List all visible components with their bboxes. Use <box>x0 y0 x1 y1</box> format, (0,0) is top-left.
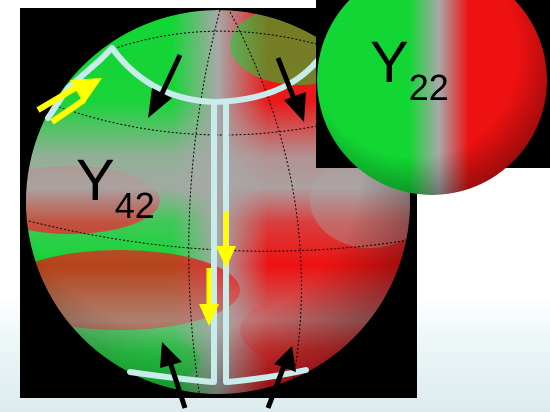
yellow-arrow-icon <box>216 212 236 268</box>
black-arrow-icon <box>148 53 183 118</box>
yellow-arrow-icon <box>36 78 102 125</box>
big-sphere-label: Y42 <box>76 148 155 226</box>
small-sphere <box>317 0 547 195</box>
black-arrow-icon <box>160 342 188 409</box>
yellow-arrow-icon <box>199 268 219 326</box>
black-arrow-icon <box>265 346 296 409</box>
small-sphere-label: Y22 <box>370 30 449 108</box>
black-arrow-icon <box>275 57 306 122</box>
